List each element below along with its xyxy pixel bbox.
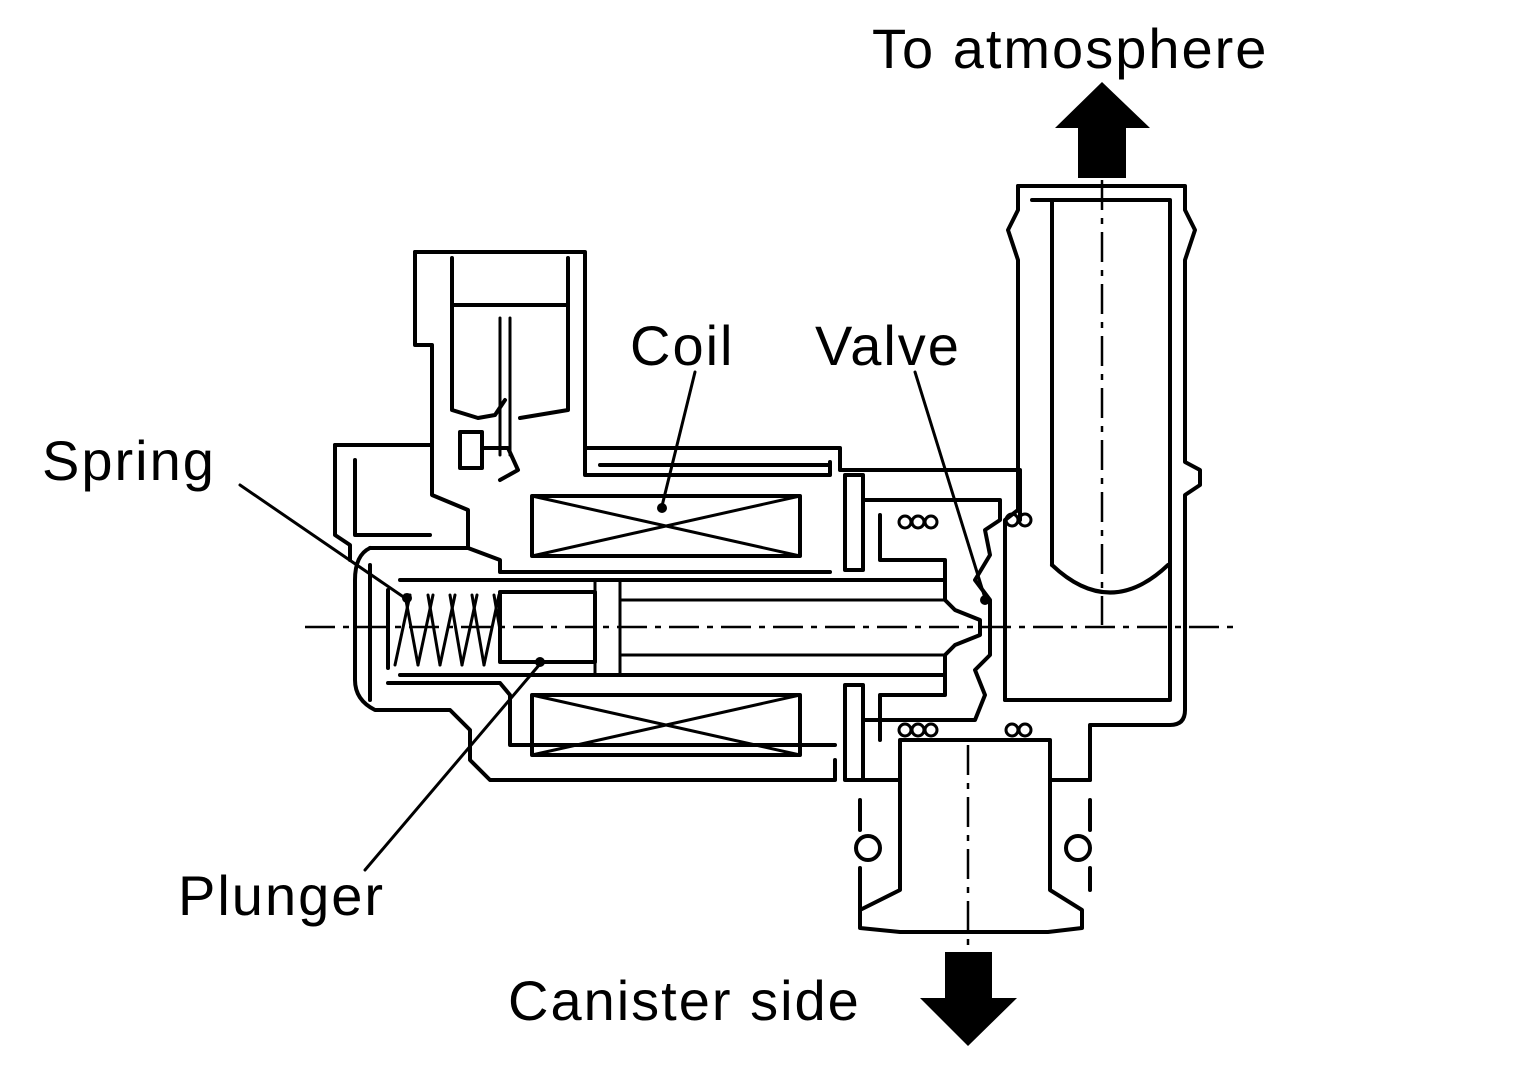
down-arrow-icon (920, 952, 1017, 1046)
center-axis (305, 180, 1235, 948)
valve-body (333, 443, 1022, 782)
label-canister-side: Canister side (508, 969, 861, 1032)
label-spring: Spring (42, 429, 216, 492)
up-arrow-icon (1055, 82, 1150, 178)
spring (386, 588, 502, 670)
leader-plunger (363, 662, 542, 872)
label-coil: Coil (630, 314, 734, 377)
leader-coil (660, 370, 697, 508)
connector-housing (413, 250, 832, 550)
canister-pipe (854, 738, 1092, 934)
coil-upper (530, 494, 802, 558)
coil-lower (530, 693, 802, 757)
leader-lines (238, 370, 987, 872)
atmosphere-pipe (1003, 184, 1202, 782)
label-to-atmosphere: To atmosphere (872, 17, 1268, 80)
label-valve: Valve (815, 314, 961, 377)
label-plunger: Plunger (178, 864, 385, 927)
leader-spring (238, 483, 407, 600)
leader-valve (913, 370, 987, 600)
